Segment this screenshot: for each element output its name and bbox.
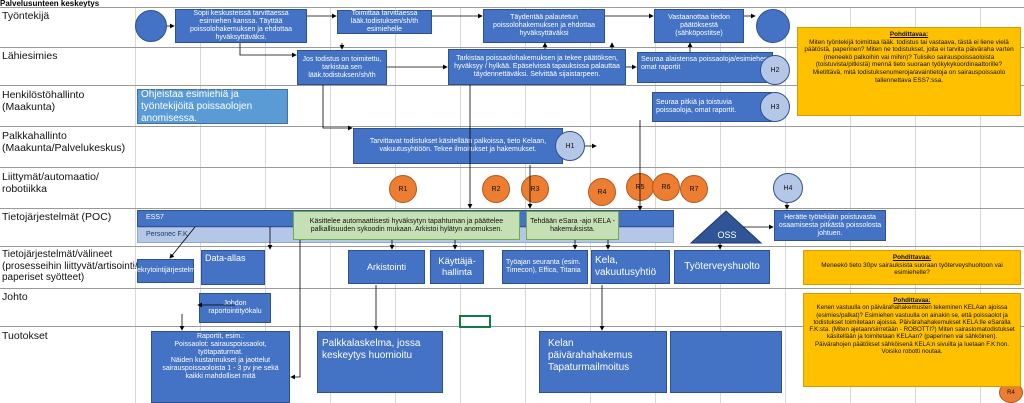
ess7-label: ESS7: [146, 214, 164, 221]
lane-label-tietojarjestelmat-poc: Tietojärjestelmät (POC): [2, 211, 112, 223]
lane-label-tyontekija: Työntekijä: [2, 10, 50, 22]
reports-output-box[interactable]: Raportit, esim.: Poissaolot: sairauspois…: [151, 331, 290, 403]
lane-divider: [0, 126, 1024, 127]
occupational-health-box[interactable]: Työterveyshuolto: [674, 250, 770, 284]
grid-column-line: [460, 8, 461, 403]
empty-output-box[interactable]: [670, 331, 782, 393]
lane-divider: [0, 288, 1024, 289]
recruitment-system-box[interactable]: Rekrytointijärjestelmä: [132, 259, 199, 283]
lane-label-henkilostohallinto: Henkilöstöhallinto (Maakunta): [2, 89, 85, 113]
fill-absence-request-box[interactable]: Sopii keskusteissä tarvittaessa esimiehe…: [175, 9, 307, 43]
review-absence-request-box[interactable]: Tarkistaa poissaolohakemuksen ja tekee p…: [448, 49, 626, 85]
lane-label-tuotokset: Tuotokset: [2, 330, 48, 342]
instruct-supervisors-box[interactable]: Ohjeistaa esimiehiä ja työntekijöitä poi…: [137, 89, 288, 124]
esara-run-box[interactable]: Tehdään eSara -ajo KELA - hakemuksista.: [526, 211, 619, 240]
risk-r3-circle[interactable]: R3: [521, 175, 549, 203]
receive-decision-box[interactable]: Vastaanottaa tiedon päätöksestä (sähköpo…: [654, 9, 744, 43]
kela-application-output-box[interactable]: Kelan päivärahahakemus Tapaturmailmoitus: [539, 331, 667, 393]
data-lake-box[interactable]: Data-allas: [201, 250, 265, 285]
risk-r6-circle[interactable]: R6: [652, 173, 680, 201]
note-2-body: Meneekö tieto 30pv sairauksista suoraan …: [821, 261, 1003, 277]
lane-label-tietojarjestelmat-valineet: Tietojärjestelmät/välineet (prosesseihin…: [2, 249, 138, 283]
automatic-processing-box[interactable]: Käsittelee automaattisesti hyväksytyn ta…: [293, 211, 520, 240]
lane-label-lahiesimies: Lähiesimies: [2, 50, 58, 62]
follow-subordinate-absences-box[interactable]: Seuraa alaistensa poissaoloja/esimiehen …: [637, 52, 773, 83]
lane-divider: [0, 7, 1024, 8]
time-tracking-box[interactable]: Työajan seuranta (esim. Timecon), Effica…: [502, 250, 588, 284]
hypothesis-h3-circle[interactable]: H3: [760, 92, 790, 122]
note-2-heading: Pohdittavaa:: [892, 254, 932, 261]
page-title: Palvelusunteen keskeytys: [0, 0, 100, 8]
grid-column-line: [330, 8, 331, 403]
note-3-body: Kenen vastuulla on päivärahahakemusten t…: [809, 304, 1015, 356]
risk-r2-circle[interactable]: R2: [482, 175, 510, 203]
risk-r4-circle[interactable]: R4: [588, 178, 616, 206]
management-reporting-box[interactable]: Johdon raportointityökalu: [199, 293, 271, 323]
end-event-circle: [756, 9, 790, 43]
archiving-box[interactable]: Arkistointi: [348, 250, 425, 284]
personec-label: Personec F.K: [146, 231, 188, 238]
payroll-certificate-processing-box[interactable]: Tarvittavat todistukset käsitellään palk…: [353, 128, 563, 164]
check-certificate-box[interactable]: Jos todistus on toimitettu, tarkistaa se…: [297, 50, 387, 85]
note-3-heading: Pohdittavaa:: [893, 297, 931, 304]
selected-cell[interactable]: [459, 315, 491, 328]
grid-column-line: [655, 8, 656, 403]
kela-insurance-box[interactable]: Kela, vakuutusyhtiö: [591, 250, 670, 284]
risk-r1-circle[interactable]: R1: [389, 175, 417, 203]
follow-long-absences-box[interactable]: Seuraa pitkiä ja toistuvia poissaoloja, …: [652, 92, 772, 122]
payslip-output-box[interactable]: Palkkalaskelma, jossa keskeytys huomioit…: [317, 331, 443, 393]
workforce-alert-box[interactable]: Herätte työtekijän poistuvasta osaamises…: [774, 210, 886, 241]
hypothesis-h1-circle[interactable]: H1: [555, 131, 585, 161]
deliver-certificate-box[interactable]: Toimittaa tarvittaessa lääk.todistuksen/…: [337, 10, 432, 34]
risk-r7-circle[interactable]: R7: [680, 175, 708, 203]
consideration-note-1: Pohdittavaa: Miten työntekijä toimittaa …: [797, 27, 1021, 116]
start-event-circle: [135, 10, 167, 42]
lane-divider: [0, 208, 1024, 209]
grid-column-line: [135, 8, 136, 403]
consideration-note-3: Pohdittavaa: Kenen vastuulla on päivärah…: [803, 293, 1021, 387]
grid-column-line: [720, 8, 721, 403]
oss-label: OSS: [717, 230, 737, 240]
lane-label-palkkahallinto: Palkkahallinto (Maakunta/Palvelukeskus): [2, 130, 126, 154]
lane-divider: [0, 85, 1024, 86]
lane-label-johto: Johto: [2, 291, 28, 303]
consideration-note-2: Pohdittavaa: Meneekö tieto 30pv sairauks…: [803, 250, 1021, 285]
grid-column-line: [980, 8, 981, 403]
complete-returned-request-box[interactable]: Täydentää palautetun poissolohakemuksen …: [483, 9, 605, 43]
lane-divider: [0, 246, 1024, 247]
grid-column-line: [915, 8, 916, 403]
grid-column-line: [850, 8, 851, 403]
user-management-box[interactable]: Käyttäjä-hallinta: [430, 250, 484, 284]
grid-column-line: [395, 8, 396, 403]
lane-label-liittymat: Liittymät/automaatio/ robotiikka: [2, 171, 99, 195]
hypothesis-h4-circle[interactable]: H4: [773, 173, 803, 203]
grid-column-line: [265, 8, 266, 403]
grid-column-line: [525, 8, 526, 403]
lane-divider: [0, 167, 1024, 168]
lane-divider: [0, 47, 1024, 48]
note-1-body: Miten työntekijä toimittaa lääk. todistu…: [804, 38, 1014, 84]
grid-column-line: [200, 8, 201, 403]
note-1-heading: Pohdittavaa:: [889, 31, 929, 38]
lane-divider: [0, 326, 1024, 327]
hypothesis-h2-circle[interactable]: H2: [760, 55, 790, 85]
grid-column-line: [590, 8, 591, 403]
